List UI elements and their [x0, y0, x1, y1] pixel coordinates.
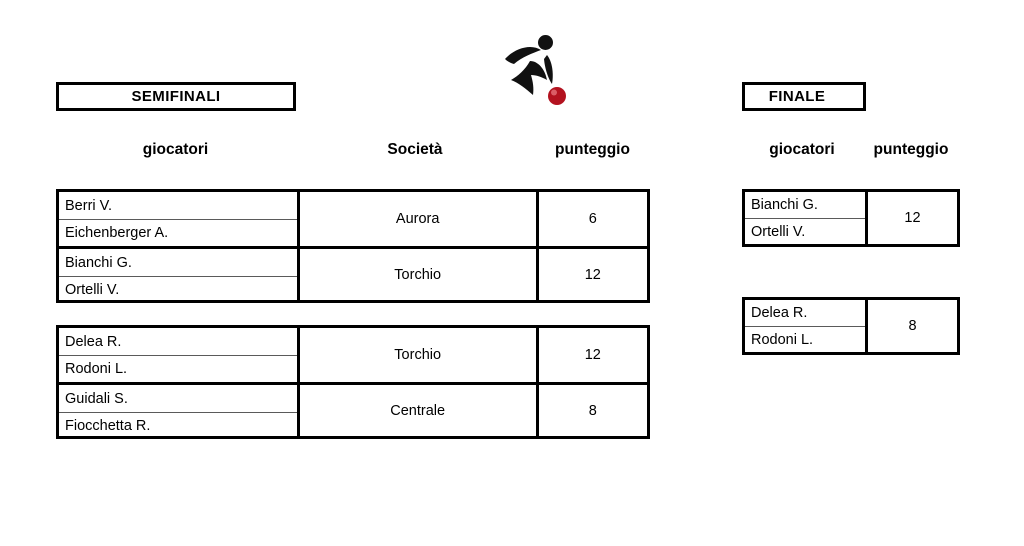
player-name: Berri V.	[65, 197, 113, 214]
players-column: Delea R. Rodoni L.	[745, 300, 865, 352]
player-name: Ortelli V.	[59, 276, 297, 303]
semifinals-header-players: giocatori	[142, 141, 209, 158]
semifinals-header-club: Società	[387, 141, 443, 158]
score-value: 8	[538, 382, 647, 436]
player-name: Rodoni L.	[59, 355, 297, 382]
final-header-players: giocatori	[769, 141, 835, 158]
final-team-2: Delea R. Rodoni L. 8	[742, 297, 960, 355]
score-column: 12	[865, 192, 957, 244]
players-column: Berri V. Eichenberger A. Bianchi G. Orte…	[59, 192, 297, 300]
semifinal-match-2: Delea R. Rodoni L. Guidali S. Fiocchetta…	[56, 325, 650, 439]
player-name: Rodoni L.	[745, 326, 865, 352]
team-row: Bianchi G. Ortelli V.	[745, 192, 865, 244]
semifinals-title-box: SEMIFINALI	[56, 82, 296, 111]
players-column: Delea R. Rodoni L. Guidali S. Fiocchetta…	[59, 328, 297, 436]
player-name: Delea R.	[751, 305, 808, 321]
club-column: Torchio Centrale	[296, 328, 536, 436]
score-column: 12 8	[535, 328, 647, 436]
players-column: Bianchi G. Ortelli V.	[745, 192, 865, 244]
semifinal-match-1: Berri V. Eichenberger A. Bianchi G. Orte…	[56, 189, 650, 303]
team-row: Berri V. Eichenberger A.	[59, 192, 297, 246]
semifinals-title: SEMIFINALI	[131, 88, 221, 105]
player-name: Ortelli V.	[745, 218, 865, 244]
final-title: FINALE	[768, 88, 826, 105]
player-name: Guidali S.	[65, 390, 128, 407]
score-column: 6 12	[535, 192, 647, 300]
score-value: 8	[908, 318, 917, 334]
player-name: Eichenberger A.	[59, 219, 297, 246]
score-value: 12	[538, 246, 647, 300]
bowls-player-logo	[500, 25, 580, 110]
final-header-score: punteggio	[873, 141, 949, 158]
final-team-1: Bianchi G. Ortelli V. 12	[742, 189, 960, 247]
player-name: Delea R.	[65, 333, 122, 350]
player-name: Bianchi G.	[65, 254, 132, 271]
club-name: Aurora	[395, 211, 440, 227]
score-value: 6	[588, 211, 597, 227]
score-value: 12	[584, 347, 601, 363]
player-name: Bianchi G.	[751, 197, 818, 213]
score-column: 8	[865, 300, 957, 352]
player-name: Fiocchetta R.	[59, 412, 297, 439]
semifinals-header-score: punteggio	[555, 141, 630, 158]
club-column: Aurora Torchio	[296, 192, 536, 300]
team-row: Bianchi G. Ortelli V.	[59, 246, 297, 303]
team-row: Guidali S. Fiocchetta R.	[59, 382, 297, 439]
club-name: Centrale	[299, 382, 536, 436]
team-row: Delea R. Rodoni L.	[745, 300, 865, 352]
score-value: 12	[904, 210, 921, 226]
club-name: Torchio	[299, 246, 536, 300]
team-row: Delea R. Rodoni L.	[59, 328, 297, 382]
final-title-box: FINALE	[742, 82, 866, 111]
club-name: Torchio	[394, 347, 442, 363]
